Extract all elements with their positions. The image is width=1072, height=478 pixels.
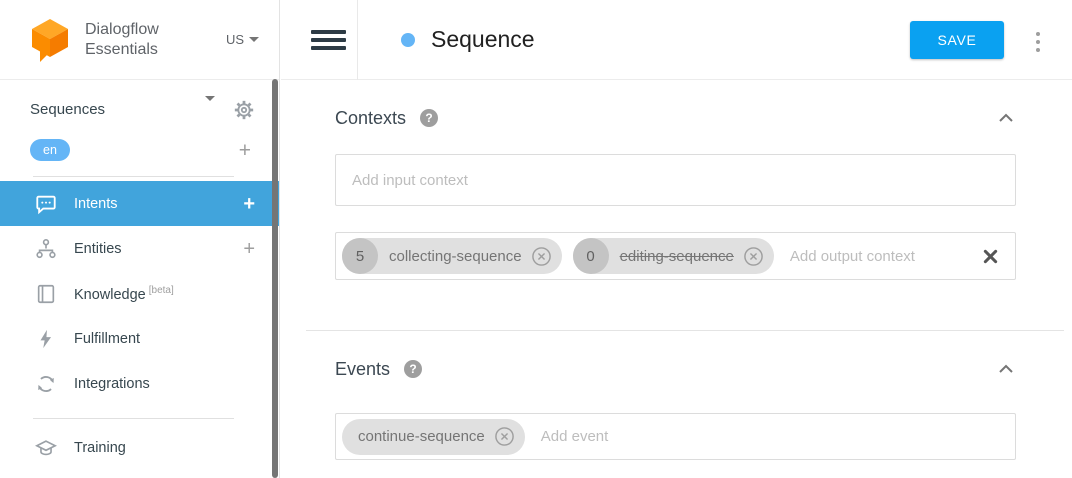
knowledge-label: Knowledge	[74, 286, 146, 303]
agent-name: Sequences	[30, 101, 106, 118]
output-context-chip: 5 collecting-sequence	[342, 238, 562, 274]
x-icon	[983, 249, 998, 263]
event-placeholder[interactable]: Add event	[540, 428, 609, 445]
intent-status-dot	[401, 32, 415, 47]
add-language-button[interactable]: +	[238, 138, 251, 162]
events-section-header: Events ?	[335, 355, 1016, 383]
collapse-events-button[interactable]	[996, 360, 1016, 378]
sidebar-item-label: Fulfillment	[74, 330, 141, 347]
circle-x-icon	[494, 427, 514, 446]
sidebar-divider	[33, 176, 234, 177]
agent-dropdown-caret[interactable]	[201, 96, 219, 122]
brand-line2: Essentials	[85, 40, 158, 58]
circle-x-icon	[744, 246, 763, 266]
input-context-field[interactable]	[335, 154, 1016, 206]
save-button[interactable]: SAVE	[910, 21, 1004, 59]
brand-header: Dialogflow Essentials US	[0, 0, 279, 80]
events-title: Events	[335, 358, 391, 379]
entities-hierarchy-icon	[35, 238, 57, 260]
sidebar-item-label: Integrations	[74, 375, 150, 392]
sidebar-item-integrations[interactable]: Integrations	[0, 361, 279, 406]
event-field[interactable]: continue-sequence Add event	[335, 413, 1016, 460]
output-context-chip: 0 editing-sequence	[572, 238, 774, 274]
dialogflow-logo	[32, 18, 68, 62]
sidebar-scrollbar[interactable]	[272, 79, 278, 478]
input-context-input[interactable]	[352, 171, 999, 189]
output-context-field[interactable]: 5 collecting-sequence 0 editing-sequence	[335, 232, 1016, 280]
gear-icon	[234, 100, 254, 119]
beta-badge: [beta]	[148, 284, 174, 296]
sidebar-nav: Intents + Entities +	[0, 181, 279, 470]
remove-event-button[interactable]	[494, 426, 515, 447]
context-lifespan-badge[interactable]: 0	[572, 238, 609, 274]
collapse-contexts-button[interactable]	[996, 109, 1016, 127]
help-icon[interactable]: ?	[420, 109, 439, 127]
chevron-up-icon	[999, 113, 1013, 122]
region-label: US	[225, 32, 244, 47]
sidebar-item-training[interactable]: Training	[0, 425, 279, 470]
sidebar-item-entities[interactable]: Entities +	[0, 226, 279, 271]
help-icon[interactable]: ?	[404, 360, 423, 378]
sync-arrows-icon	[35, 373, 57, 395]
sidebar-item-label: Training	[74, 439, 126, 456]
chevron-up-icon	[999, 364, 1013, 373]
sidebar-item-fulfillment[interactable]: Fulfillment	[0, 316, 279, 361]
context-lifespan-badge[interactable]: 5	[342, 238, 378, 274]
lightning-bolt-icon	[35, 328, 57, 350]
region-selector[interactable]: US	[222, 28, 265, 51]
book-icon	[35, 283, 57, 305]
intent-toolbar: Sequence SAVE	[281, 0, 1072, 80]
sidebar-item-label: Entities	[74, 240, 122, 257]
circle-x-icon	[531, 246, 551, 266]
event-chip: continue-sequence	[342, 418, 525, 455]
chat-bubble-icon	[35, 193, 57, 215]
sidebar-item-knowledge[interactable]: Knowledge[beta]	[0, 271, 279, 316]
contexts-title: Contexts	[335, 107, 407, 128]
brand-name: Dialogflow Essentials	[85, 20, 159, 60]
event-chip-label: continue-sequence	[358, 428, 485, 445]
toolbar-divider	[357, 0, 358, 80]
language-tab-en[interactable]: en	[30, 139, 70, 161]
contexts-section-header: Contexts ?	[335, 104, 1016, 132]
section-divider	[306, 330, 1064, 331]
sidebar-item-intents[interactable]: Intents +	[0, 181, 279, 226]
intent-editor: Contexts ? 5 collecting-sequence	[281, 104, 1072, 460]
add-entity-button[interactable]: +	[243, 237, 255, 260]
sidebar-divider	[33, 418, 234, 419]
sidebar-item-label: Knowledge[beta]	[74, 285, 174, 303]
context-chip-label: collecting-sequence	[389, 247, 522, 265]
add-intent-button[interactable]: +	[243, 192, 255, 215]
chevron-down-icon	[205, 96, 215, 118]
brand-line1: Dialogflow	[85, 20, 159, 38]
sidebar: Dialogflow Essentials US Sequences	[0, 0, 280, 478]
graduation-cap-icon	[35, 437, 57, 459]
remove-context-button[interactable]	[531, 246, 552, 267]
language-bar: en +	[0, 130, 279, 174]
output-context-placeholder[interactable]: Add output context	[789, 247, 915, 265]
sidebar-item-label: Intents	[74, 195, 118, 212]
clear-contexts-button[interactable]	[981, 247, 1000, 266]
agent-settings-button[interactable]	[233, 99, 255, 121]
page-title: Sequence	[431, 26, 535, 52]
context-chip-label: editing-sequence	[619, 247, 734, 265]
agent-selector[interactable]: Sequences	[0, 80, 279, 130]
remove-context-button[interactable]	[743, 246, 764, 267]
more-options-button[interactable]	[1028, 27, 1048, 57]
chevron-down-icon	[249, 37, 259, 42]
hamburger-menu-icon[interactable]	[311, 29, 346, 50]
main-panel: Sequence SAVE Contexts ?	[281, 0, 1072, 478]
